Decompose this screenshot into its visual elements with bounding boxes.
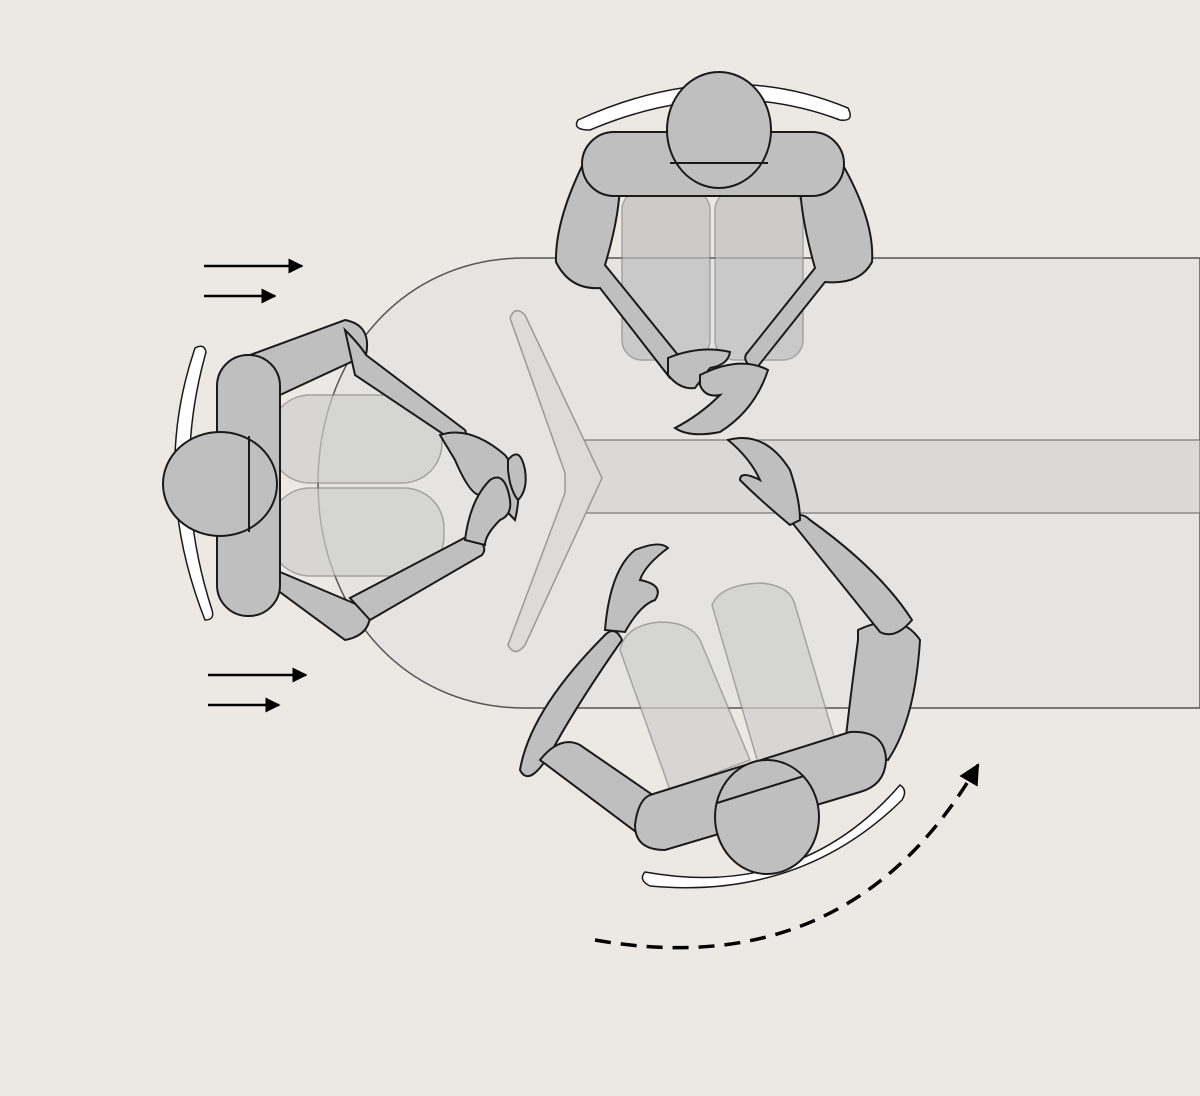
left-person: [162, 318, 527, 642]
top-person: [554, 71, 874, 436]
hand: [507, 453, 527, 502]
leg: [714, 189, 804, 361]
leg: [619, 621, 751, 791]
right-forearm: [788, 514, 914, 636]
head: [162, 431, 278, 537]
left-forearm: [538, 741, 662, 837]
head: [714, 759, 820, 875]
table-center-strip: [584, 439, 1200, 514]
head: [666, 71, 772, 189]
hand: [667, 348, 732, 390]
leg: [711, 582, 836, 772]
rotation-arrow-dashed: [594, 763, 980, 950]
table-chevron: [507, 309, 603, 653]
hand: [463, 476, 512, 547]
hand: [725, 437, 802, 527]
hand: [603, 543, 670, 634]
hand: [673, 362, 770, 436]
bottom-person: [518, 437, 922, 889]
